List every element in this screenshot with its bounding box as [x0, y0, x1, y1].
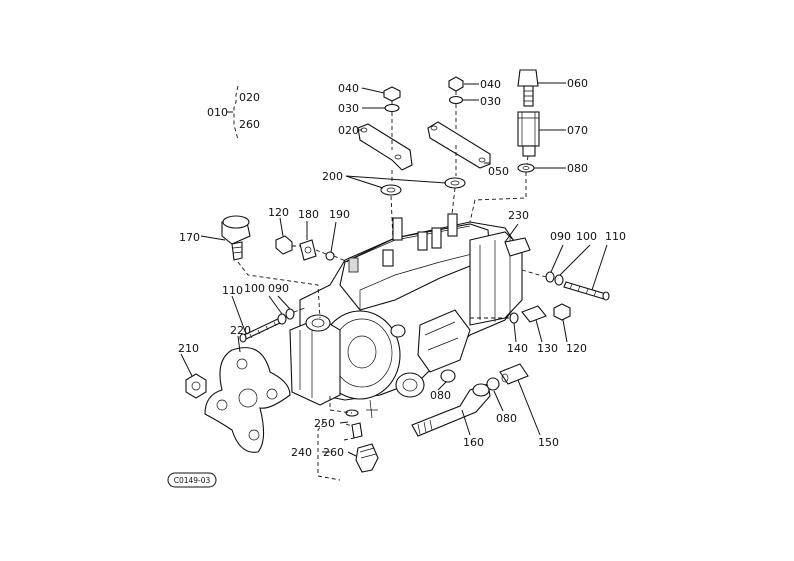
washer-090-right [545, 271, 555, 283]
callout-050: 050 [488, 165, 509, 178]
washer-030-left [384, 103, 400, 113]
callout-080-low: 080 [496, 412, 517, 425]
callout-labels: 040 030 020 040 030 050 060 070 080 010 … [178, 77, 626, 459]
screw-110-right [563, 281, 610, 301]
nut-210 [185, 373, 207, 399]
gasket-220 [204, 347, 291, 453]
callout-220: 220 [230, 324, 251, 337]
washer-090-left [285, 308, 295, 320]
callout-210: 210 [178, 342, 199, 355]
callout-140: 140 [507, 342, 528, 355]
washer-140 [509, 312, 519, 324]
pump-body [289, 213, 531, 419]
callout-020: 020 [338, 124, 359, 137]
callout-180: 180 [298, 208, 319, 221]
washer-100-left [277, 313, 287, 325]
callout-230: 230 [508, 209, 529, 222]
washer-080-mid [440, 369, 456, 383]
washers-200 [380, 177, 466, 196]
adapter-070 [517, 111, 540, 157]
callout-110-right: 110 [605, 230, 626, 243]
callout-240: 240 [291, 446, 312, 459]
callout-160: 160 [463, 436, 484, 449]
screw-110-left [239, 317, 283, 343]
washer-100-right [554, 274, 564, 286]
nut-040-right [448, 76, 464, 92]
callout-010-260: 260 [239, 118, 260, 131]
callout-120-top: 120 [268, 206, 289, 219]
callout-130: 130 [537, 342, 558, 355]
callout-040-right: 040 [480, 78, 501, 91]
leader-lines [180, 82, 608, 481]
callout-100-right: 100 [576, 230, 597, 243]
callout-080-mid: 080 [430, 389, 451, 402]
nut-040-left [383, 86, 401, 102]
callout-060: 060 [567, 77, 588, 90]
washer-030-right [448, 95, 464, 105]
parts-250-260-bottom [345, 409, 379, 473]
callout-260: 260 [323, 446, 344, 459]
callout-010: 010 [207, 106, 228, 119]
washer-080-top [517, 163, 535, 173]
bracket-020 [357, 123, 413, 171]
callout-190: 190 [329, 208, 350, 221]
callout-110-left: 110 [222, 284, 243, 297]
bracket-050 [427, 121, 491, 169]
nut-120-right [553, 303, 571, 321]
callout-120-right: 120 [566, 342, 587, 355]
callout-090-left: 090 [268, 282, 289, 295]
washer-080-low [486, 377, 500, 391]
callout-030-right: 030 [480, 95, 501, 108]
bolt-170 [221, 215, 251, 261]
callout-030-left: 030 [338, 102, 359, 115]
bolt-160 [411, 383, 491, 437]
callout-080-top: 080 [567, 162, 588, 175]
callout-010-020: 020 [239, 91, 260, 104]
callout-070: 070 [567, 124, 588, 137]
diagram-code-text: C0149-03 [174, 476, 211, 485]
callout-040-left: 040 [338, 82, 359, 95]
callout-250: 250 [314, 417, 335, 430]
fitting-150 [499, 363, 529, 385]
callout-170: 170 [179, 231, 200, 244]
callout-200: 200 [322, 170, 343, 183]
callout-090-right: 090 [550, 230, 571, 243]
callout-150: 150 [538, 436, 559, 449]
diagram-code-badge: C0149-03 [167, 472, 217, 488]
fitting-130 [521, 305, 547, 323]
callout-100-left: 100 [244, 282, 265, 295]
bolt-060 [517, 69, 539, 107]
fitting-120-180-190 [275, 235, 335, 261]
